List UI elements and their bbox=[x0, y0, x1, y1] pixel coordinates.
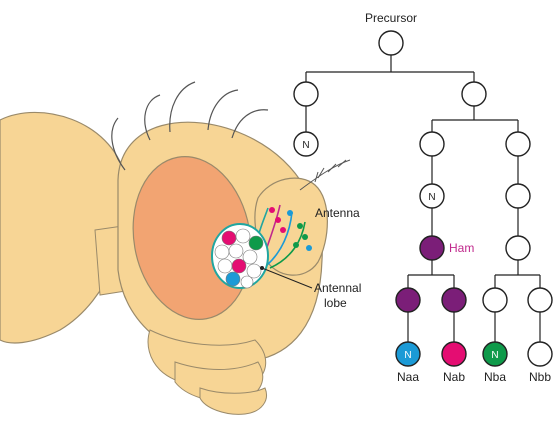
n-label-naa: N bbox=[404, 350, 411, 361]
node-l2-a bbox=[420, 132, 444, 156]
antennal-lobe bbox=[212, 224, 268, 288]
precursor-label: Precursor bbox=[365, 11, 417, 25]
node-precursor bbox=[379, 31, 403, 55]
node-nbb bbox=[528, 342, 552, 366]
naa-label: Naa bbox=[397, 370, 419, 384]
antennal-lobe-label-line1: Antennal bbox=[314, 281, 361, 295]
fly-head-illustration bbox=[0, 82, 350, 414]
node-ham bbox=[420, 236, 444, 260]
node-l1-left bbox=[294, 82, 318, 106]
node-l4-b bbox=[506, 236, 530, 260]
leader-dot bbox=[260, 266, 264, 270]
antennal-lobe-label-line2: lobe bbox=[324, 296, 347, 310]
antenna-label: Antenna bbox=[315, 206, 360, 220]
nab-label: Nab bbox=[443, 370, 465, 384]
node-a1 bbox=[396, 288, 420, 312]
nba-label: Nba bbox=[484, 370, 506, 384]
node-l2-b bbox=[506, 132, 530, 156]
node-a2 bbox=[442, 288, 466, 312]
node-b1 bbox=[483, 288, 507, 312]
lineage-nodes bbox=[294, 31, 552, 366]
node-l3-b bbox=[506, 184, 530, 208]
node-nab bbox=[442, 342, 466, 366]
node-b2 bbox=[528, 288, 552, 312]
n-label-nba: N bbox=[491, 350, 498, 361]
ham-label: Ham bbox=[449, 241, 474, 255]
node-l1-right bbox=[462, 82, 486, 106]
nbb-label: Nbb bbox=[529, 370, 551, 384]
n-label-mid: N bbox=[428, 192, 435, 203]
n-label-left: N bbox=[302, 140, 309, 151]
